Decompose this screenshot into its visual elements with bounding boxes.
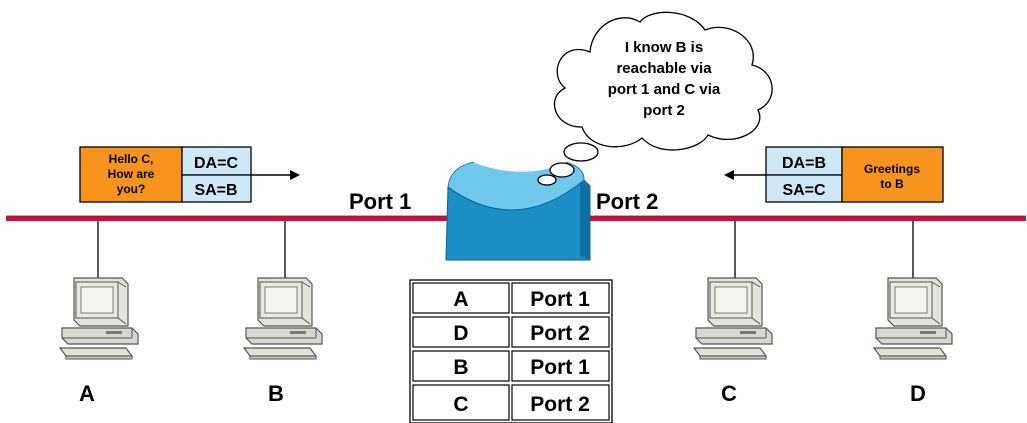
- table-port-cell: Port 2: [530, 322, 590, 345]
- frame-left-message-line-3: you?: [117, 182, 146, 196]
- table-row: C Port 2: [412, 384, 610, 421]
- table-port-cell: Port 1: [530, 288, 590, 311]
- frame-right-sa: SA=C: [782, 182, 826, 199]
- frame-c-to-b: DA=B SA=C Greetings to B: [724, 146, 944, 203]
- table-host-cell: C: [453, 393, 468, 416]
- svg-text:port 2: port 2: [643, 102, 685, 119]
- svg-text:port 1 and C via: port 1 and C via: [608, 81, 721, 98]
- arrow-left-icon: [724, 170, 734, 180]
- frame-left-da: DA=C: [194, 155, 238, 172]
- table-row: A Port 1: [412, 282, 610, 314]
- host-a-computer-icon[interactable]: [59, 277, 139, 360]
- table-row: B Port 1: [412, 350, 610, 382]
- table-port-cell: Port 2: [530, 393, 590, 416]
- thought-text: I know B is reachable via port 1 and C v…: [608, 39, 721, 119]
- svg-text:reachable via: reachable via: [616, 60, 712, 77]
- frame-right-message-line-1: Greetings: [864, 162, 920, 176]
- frame-right-message-line-2: to B: [880, 177, 904, 191]
- host-b-computer-icon[interactable]: [243, 277, 323, 360]
- arrow-right-icon: [290, 170, 300, 180]
- svg-text:I know B is: I know B is: [625, 39, 703, 56]
- host-label-b: B: [268, 381, 284, 406]
- switch-icon[interactable]: [445, 161, 591, 261]
- frame-right-da: DA=B: [782, 155, 826, 172]
- host-label-d: D: [910, 381, 926, 406]
- frame-left-message-line-1: Hello C,: [109, 152, 154, 166]
- mac-address-table: A Port 1 D Port 2 B Port 1 C Port 2: [409, 279, 613, 423]
- frame-left-message-line-2: How are: [108, 167, 155, 181]
- table-port-cell: Port 1: [530, 356, 590, 379]
- frame-left-sa: SA=B: [194, 182, 237, 199]
- drop-cables: [97, 221, 914, 278]
- thought-cloud: [537, 11, 773, 186]
- table-host-cell: D: [453, 322, 468, 345]
- host-label-a: A: [79, 381, 95, 406]
- frame-b-to-c: Hello C, How are you? DA=C SA=B: [79, 146, 300, 203]
- port-1-label: Port 1: [349, 189, 411, 214]
- host-c-computer-icon[interactable]: [693, 277, 773, 360]
- host-d-computer-icon[interactable]: [873, 277, 953, 360]
- table-row: D Port 2: [412, 316, 610, 348]
- host-label-c: C: [721, 381, 737, 406]
- port-2-label: Port 2: [596, 189, 658, 214]
- table-host-cell: A: [453, 288, 468, 311]
- table-host-cell: B: [453, 356, 468, 379]
